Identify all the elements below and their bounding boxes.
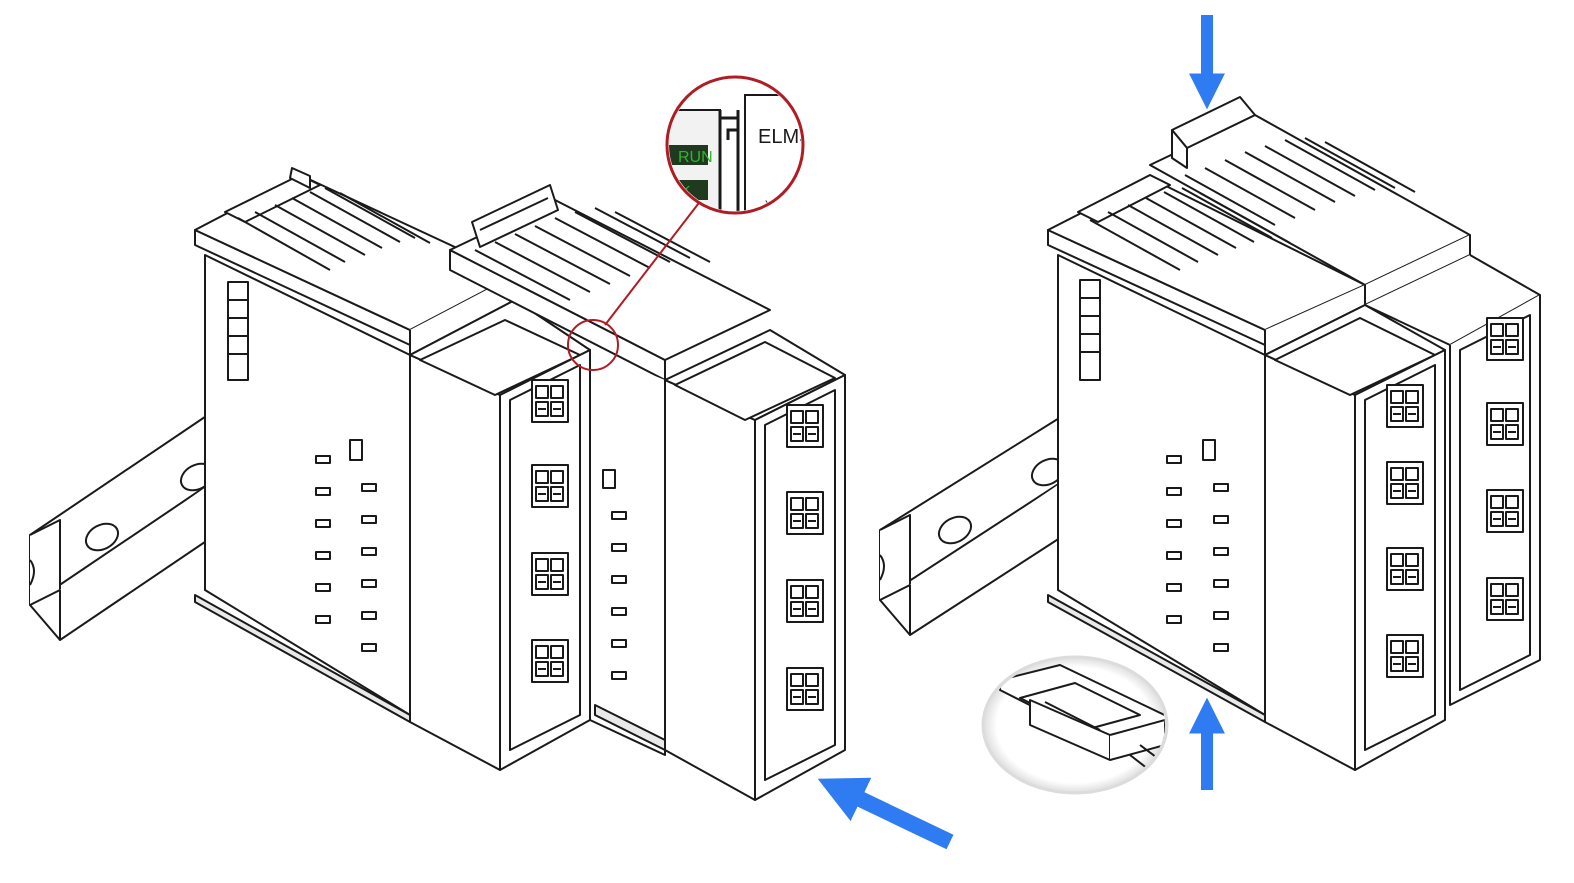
terminal-module-icon	[449, 184, 846, 801]
din-rail-icon	[879, 404, 1081, 636]
terminal-module-icon	[1047, 174, 1446, 771]
right-assembly	[879, 96, 1541, 771]
terminal-module-icon	[1149, 96, 1541, 706]
zoom-callout: RUN K ELM3 YC	[665, 75, 810, 215]
release-latch-icon	[981, 655, 1169, 795]
led-run-label: RUN	[678, 149, 713, 166]
module-label: ELM3	[758, 126, 810, 148]
terminal-module-icon	[194, 167, 591, 771]
left-assembly	[29, 167, 846, 801]
insert-arrow-icon	[817, 777, 954, 850]
